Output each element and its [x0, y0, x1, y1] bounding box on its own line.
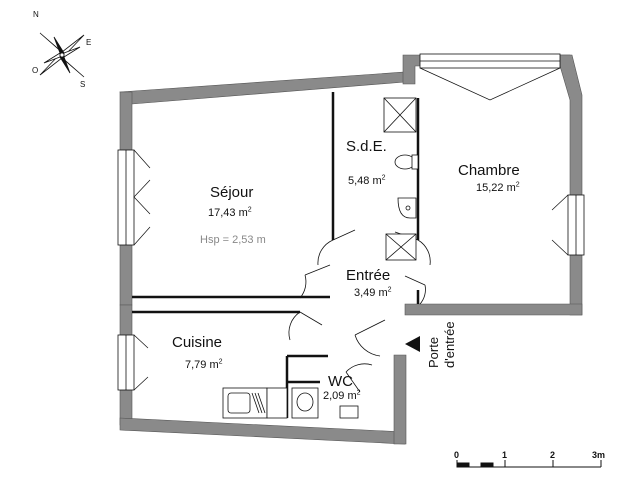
compass-n-label: N [33, 10, 39, 19]
room-wc-name: WC [328, 373, 353, 390]
fixtures [222, 97, 419, 419]
compass-o-label: O [32, 66, 39, 75]
room-entree-name: Entrée [346, 267, 391, 284]
room-chambre-name: Chambre [458, 162, 520, 179]
compass-rose-icon [39, 32, 85, 78]
room-entree-area: 3,49 m2 [354, 286, 392, 299]
window-sashes [133, 67, 569, 391]
room-sejour-hsp: Hsp = 2,53 m [200, 234, 266, 246]
entry-door-label-line2: d'entrée [442, 321, 457, 368]
compass-s-label: S [80, 80, 86, 89]
room-sde-name: S.d.E. [346, 138, 387, 155]
scale-label-0: 0 [454, 450, 460, 460]
entry-arrow-icon [405, 336, 420, 352]
scale-label-3: 3m [592, 450, 606, 460]
room-sejour-name: Séjour [210, 184, 254, 201]
room-sde-area: 5,48 m2 [348, 174, 386, 187]
scale-label-2: 2 [550, 450, 556, 460]
room-chambre-area: 15,22 m2 [476, 181, 520, 194]
compass-e-label: E [86, 38, 92, 47]
doors [288, 229, 431, 393]
room-wc-area: 2,09 m2 [323, 389, 361, 402]
windows [117, 53, 585, 391]
entry-door-label-line1: Porte [426, 336, 441, 368]
room-cuisine-name: Cuisine [172, 334, 223, 351]
scale-bar [456, 460, 602, 468]
room-cuisine-area: 7,79 m2 [185, 358, 223, 371]
entry-door-label: Porte d'entrée [426, 321, 458, 368]
scale-label-1: 1 [502, 450, 508, 460]
room-sejour-area: 17,43 m2 [208, 206, 252, 219]
